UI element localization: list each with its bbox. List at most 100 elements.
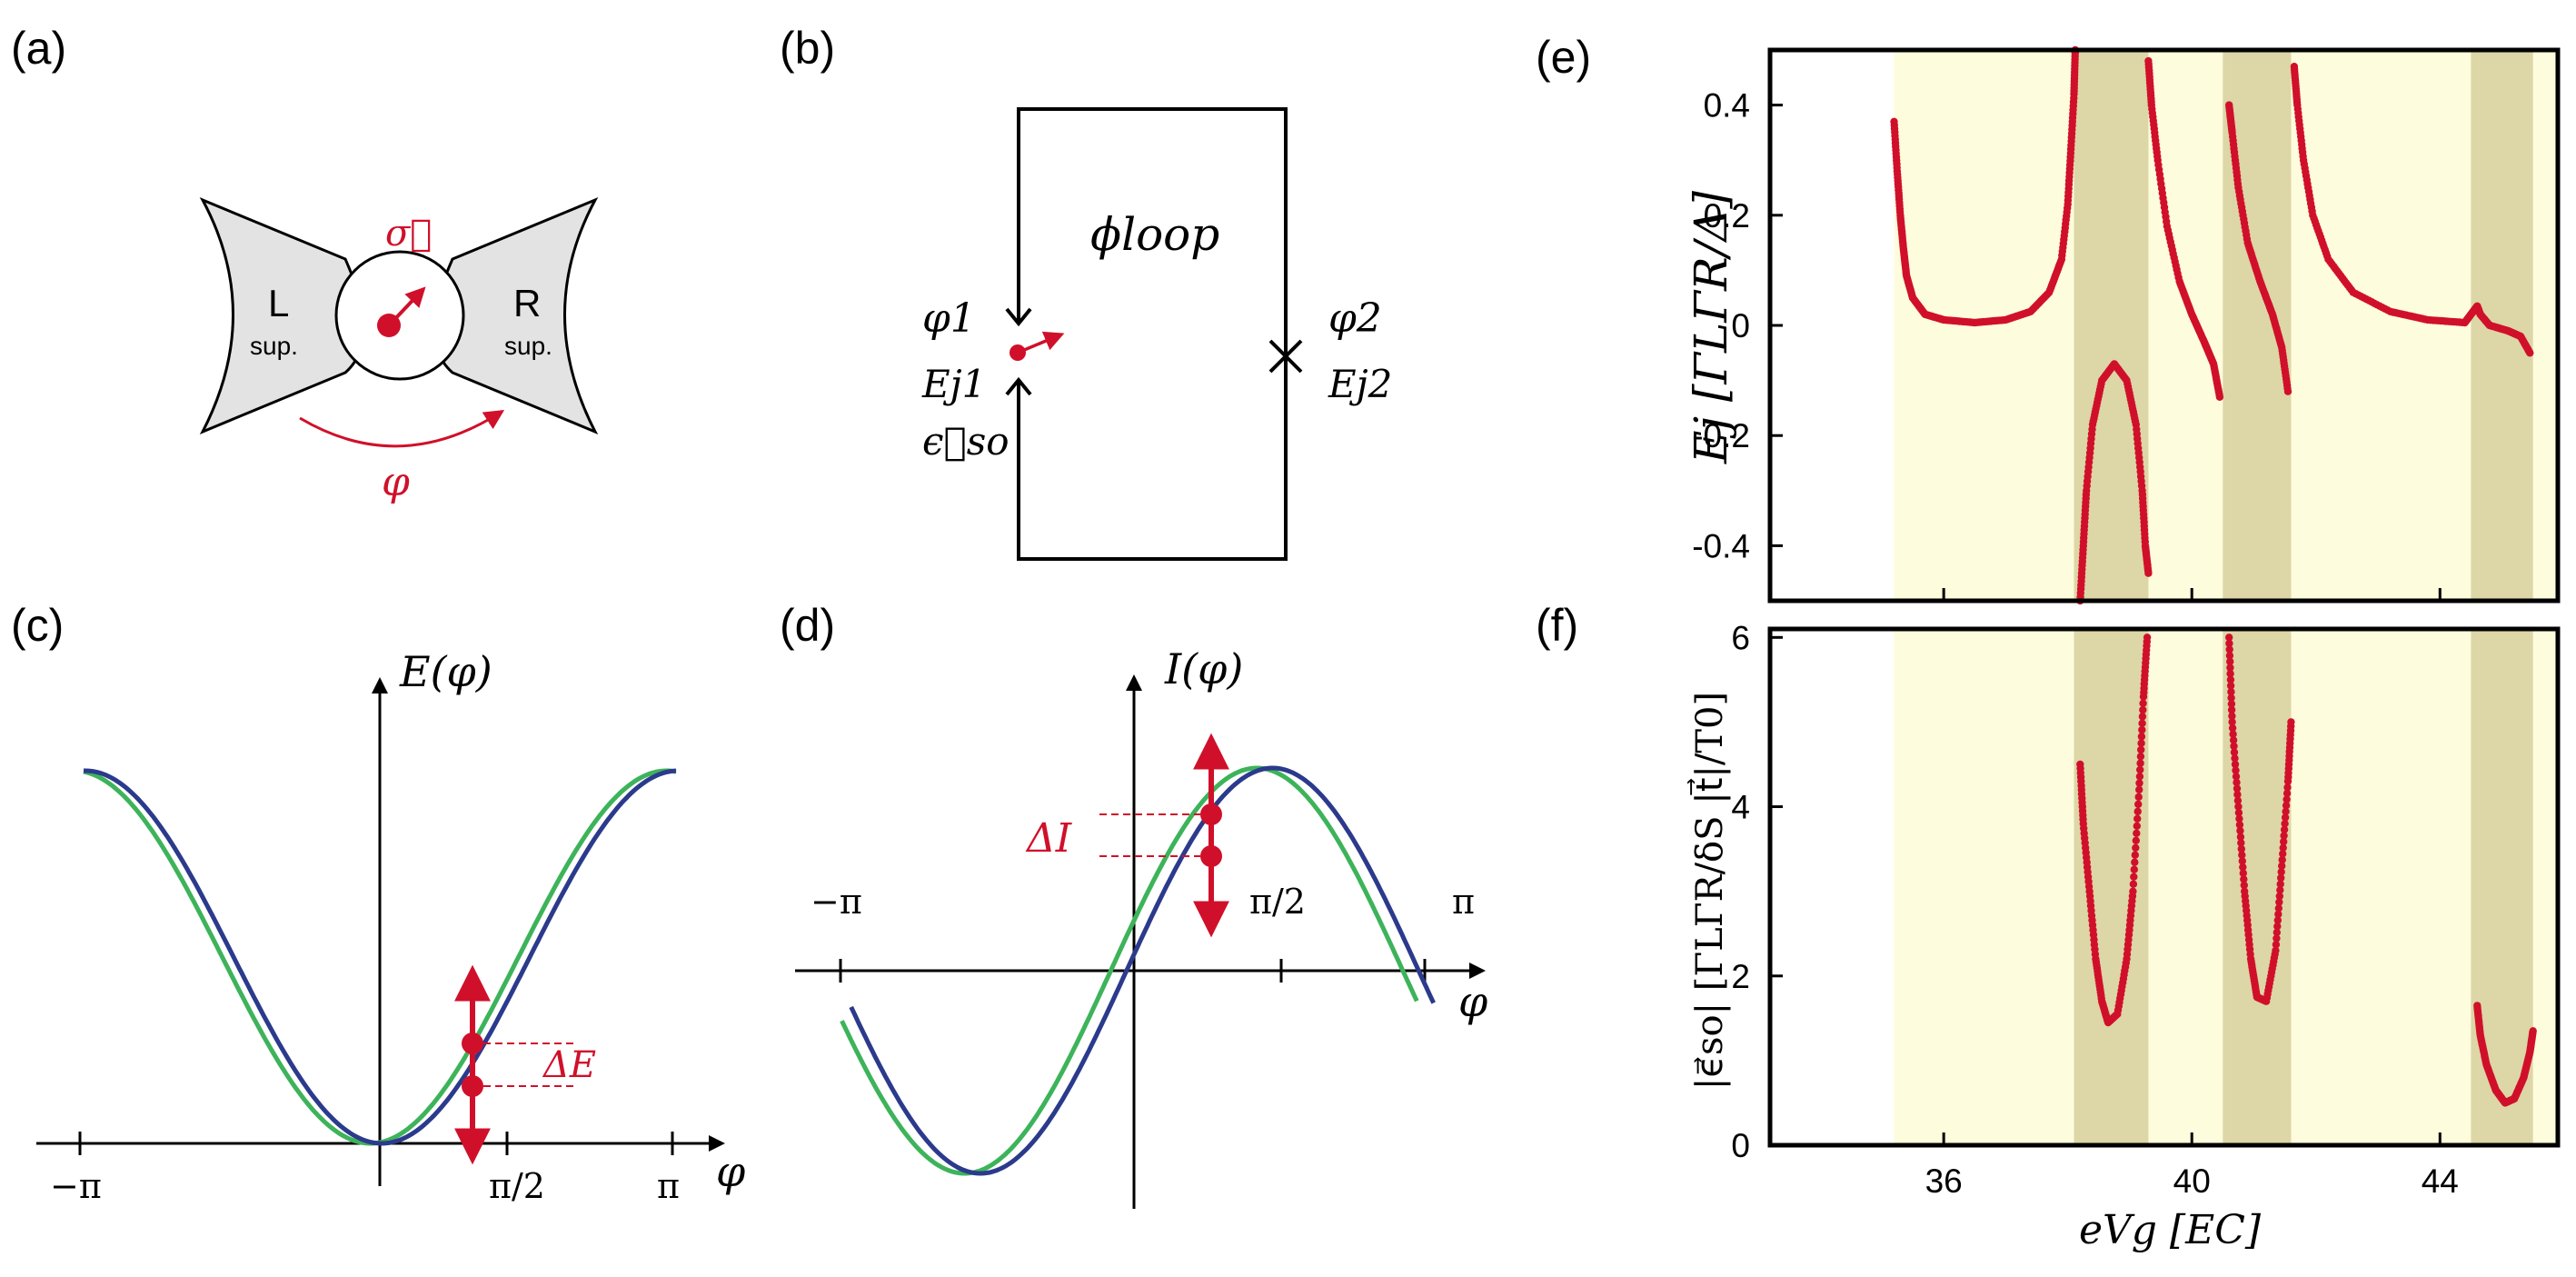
current-tick-label-neg-pi: −π — [811, 882, 862, 922]
spin-orbit-point — [2279, 843, 2287, 852]
spin-orbit-point — [2129, 880, 2138, 888]
spin-orbit-point — [2234, 803, 2243, 811]
energy-y-axis-label: E(φ) — [399, 647, 492, 696]
spin-orbit-point — [2236, 826, 2244, 835]
spin-orbit-point — [2239, 863, 2247, 872]
josephson-energy-y-tick-label: 0 — [1731, 307, 1750, 344]
spin-orbit-point — [2227, 705, 2236, 714]
spin-orbit-point — [2133, 829, 2141, 837]
spin-orbit-point — [2229, 736, 2238, 744]
spin-orbit-point — [2135, 779, 2143, 787]
spin-orbit-point — [2230, 748, 2239, 756]
spin-orbit-point — [2133, 814, 2142, 823]
loop-flux-label: ϕloop — [1090, 208, 1219, 261]
josephson-energy-point — [2526, 349, 2534, 357]
spin-orbit-point — [2529, 1027, 2537, 1035]
spin-orbit-point — [2136, 753, 2145, 761]
spin-orbit-point — [2275, 892, 2283, 901]
spin-orbit-point — [2233, 791, 2242, 799]
spin-orbit-dark-band-0 — [2074, 629, 2149, 1145]
spin-orbit-point — [2276, 886, 2284, 894]
spin-orbit-y-tick-label: 4 — [1731, 789, 1750, 826]
spin-orbit-point — [2229, 730, 2237, 738]
josephson-energy-point — [2215, 393, 2224, 401]
spin-orbit-x-tick-label: 40 — [2173, 1162, 2211, 1200]
josephson-energy-y-tick-label: -0.2 — [1692, 417, 1750, 454]
spin-orbit-y-tick-label: 0 — [1731, 1127, 1750, 1164]
spin-orbit-point — [2134, 793, 2143, 802]
spin-orbit-point — [2281, 820, 2289, 828]
spin-orbit-point — [2234, 809, 2243, 817]
energy-upper-dot — [462, 1033, 483, 1054]
spin-orbit-point — [2227, 700, 2236, 708]
spin-orbit-point — [2228, 718, 2236, 726]
spin-orbit-point — [2135, 785, 2143, 794]
spin-orbit-point — [2231, 760, 2240, 769]
spin-orbit-point — [2231, 754, 2239, 763]
josephson-energy-y-label: Ej [ΓLΓR/Δ] — [1685, 190, 1737, 464]
spin-orbit-point — [2228, 712, 2236, 720]
spin-orbit-point — [2233, 784, 2242, 793]
spin-orbit-point — [2225, 652, 2234, 660]
junction2-cross-b — [1268, 339, 1303, 374]
spin-orbit-point — [2132, 836, 2140, 844]
spin-arrow — [387, 286, 426, 327]
current-tick-label-pi-half: π/2 — [1249, 882, 1306, 922]
junction1-energy-label: Ej1 — [921, 362, 986, 406]
spin-orbit-point — [2272, 941, 2281, 949]
spin-orbit-point — [2233, 796, 2243, 805]
spin-orbit-point — [2135, 773, 2144, 781]
spin-orbit-point — [2237, 839, 2245, 847]
junction1-so-label: ϵ⃗so — [922, 419, 1010, 464]
energy-delta-label: ΔE — [542, 1044, 596, 1086]
spin-orbit-point — [2227, 693, 2235, 702]
spin-orbit-point — [2225, 645, 2233, 653]
spin-orbit-y-label: |ϵ⃗so| [ΓLΓR/δS |t⃗|/T0] — [1687, 692, 1731, 1090]
spin-orbit-point — [2133, 822, 2141, 830]
spin-orbit-point — [2129, 887, 2137, 895]
spin-orbit-point — [2279, 850, 2287, 858]
spin-orbit-point — [2143, 634, 2152, 642]
spin-orbit-x-label: eVg [EC] — [2079, 1207, 2262, 1253]
spin-orbit-point — [2236, 833, 2245, 841]
phase-arrow — [299, 410, 505, 448]
spin-orbit-point — [2280, 837, 2288, 846]
spin-orbit-point — [2226, 682, 2235, 690]
josephson-energy-point — [2283, 387, 2293, 395]
panel-label-a: (a) — [11, 23, 66, 74]
current-curve-blue — [849, 765, 1436, 1176]
spin-orbit-x-tick-label: 44 — [2422, 1162, 2459, 1200]
spin-orbit-point — [2226, 670, 2234, 678]
spin-orbit-point — [2287, 718, 2295, 726]
spin-orbit-point — [2232, 766, 2240, 774]
panel-a-schematic: L sup. R sup. σ⃗ φ — [199, 197, 599, 505]
spin-orbit-point — [2282, 802, 2291, 810]
right-lead-sub-label: sup. — [504, 332, 552, 360]
spin-orbit-point — [2283, 783, 2292, 792]
josephson-energy-plot: 0.40.20-0.2-0.4 Ej [ΓLΓR/Δ] — [1685, 45, 2561, 605]
spin-orbit-point — [2137, 745, 2145, 754]
spin-orbit-point — [2137, 733, 2146, 741]
spin-orbit-point — [2227, 688, 2235, 696]
junction2-phase-label: φ2 — [1328, 295, 1382, 342]
junction1-spin-arrow — [1017, 331, 1065, 354]
spin-orbit-point — [2226, 657, 2234, 666]
spin-orbit-point — [2136, 765, 2144, 774]
spin-orbit-point — [2276, 880, 2284, 888]
spin-orbit-point — [2138, 713, 2147, 721]
current-x-axis-label: φ — [1458, 977, 1488, 1026]
panel-label-c: (c) — [11, 600, 64, 651]
energy-tick-label-pi-half: π/2 — [489, 1166, 545, 1206]
spin-orbit-point — [2238, 857, 2246, 865]
panel-c-plot: −π π/2 π E(φ) φ ΔE — [36, 647, 746, 1206]
spin-orbit-point — [2226, 663, 2234, 672]
spin-orbit-point — [2274, 904, 2283, 913]
spin-orbit-point — [2130, 865, 2138, 873]
spin-orbit-point — [2277, 868, 2285, 876]
spin-orbit-point — [2281, 813, 2290, 822]
current-curve-green — [840, 765, 1419, 1176]
panel-label-e: (e) — [1536, 32, 1591, 83]
josephson-energy-y-tick-label: 0.4 — [1704, 87, 1750, 125]
spin-label: σ⃗ — [385, 213, 432, 254]
